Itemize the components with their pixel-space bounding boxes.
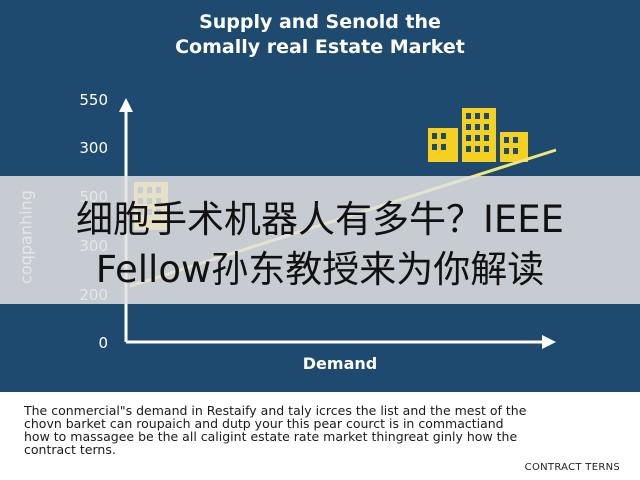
overlay-line-1: 细胞手术机器人有多牛？IEEE: [75, 198, 565, 241]
y-tick-label: 300: [79, 139, 108, 157]
chart-title: Supply and Senold the Comally real Estat…: [0, 10, 640, 60]
chart-title-line-2: Comally real Estate Market: [175, 36, 465, 58]
overlay-line-2: Fellow孙东教授来为你解读: [95, 248, 545, 291]
building-icon: [428, 128, 458, 162]
x-axis-label: Demand: [302, 354, 378, 373]
footer-label: CONTRACT TERNS: [524, 462, 620, 473]
building-icon: [500, 132, 528, 162]
caption-line-4: contract terns.: [24, 442, 116, 457]
caption-line-1: The conmercial"s demand in Restaify and …: [24, 403, 527, 418]
caption-text: The conmercial"s demand in Restaify and …: [24, 404, 624, 456]
y-tick-label: 0: [98, 334, 108, 352]
caption-line-2: chovn barket can roupaich and dutp your …: [24, 416, 504, 431]
caption-line-3: how to massagee be the all caligint esta…: [24, 429, 518, 444]
overlay-banner: 细胞手术机器人有多牛？IEEE Fellow孙东教授来为你解读: [0, 176, 640, 304]
x-axis-arrow: [542, 335, 556, 349]
building-icon: [462, 108, 496, 162]
y-tick-label: 550: [79, 91, 108, 109]
chart-title-line-1: Supply and Senold the: [199, 11, 441, 33]
y-axis-arrow: [119, 98, 133, 112]
